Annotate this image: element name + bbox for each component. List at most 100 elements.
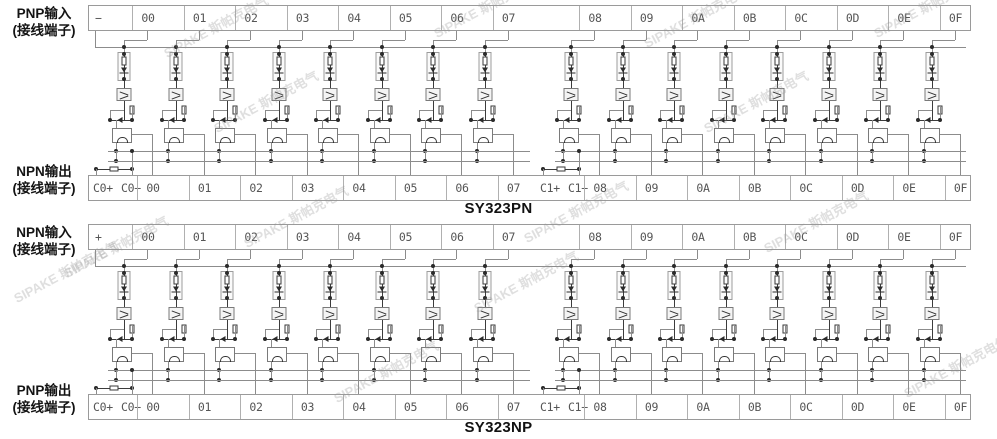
bottom-terminal-09[interactable]: 09: [644, 400, 659, 414]
bottom-terminal-02[interactable]: 02: [249, 181, 263, 195]
top-terminal-0F[interactable]: 0F: [948, 230, 963, 244]
top-terminal-01[interactable]: 01: [192, 11, 207, 25]
bottom-terminal-0E[interactable]: 0E: [902, 181, 916, 195]
top-terminal-01[interactable]: 01: [192, 230, 207, 244]
input-led-9: [619, 67, 626, 73]
terminal-divider: [497, 395, 499, 419]
top-terminal-0D[interactable]: 0D: [845, 230, 860, 244]
top-terminal-0F[interactable]: 0F: [948, 11, 963, 25]
bottom-terminal-09[interactable]: 09: [644, 181, 659, 195]
top-terminal-0B[interactable]: 0B: [742, 230, 757, 244]
bottom-terminal-strip[interactable]: C0+C0−false0001020304050607falseC1+C1−08…: [88, 175, 971, 201]
bottom-terminal-0C[interactable]: 0C: [799, 181, 813, 195]
bottom-terminal-01[interactable]: 01: [197, 400, 212, 414]
bottom-terminal-0C[interactable]: 0C: [799, 400, 813, 414]
top-terminal-0A[interactable]: 0A: [691, 11, 705, 25]
bottom-terminal-04[interactable]: 04: [352, 400, 366, 414]
opto-out-wire-12: [777, 320, 778, 339]
bottom-terminal-0D[interactable]: 0D: [850, 400, 865, 414]
opto-branch-10: [660, 110, 674, 111]
output-jog-5: [389, 134, 410, 135]
top-terminal-06[interactable]: 06: [450, 11, 464, 25]
channel-rail-node-10: [672, 45, 676, 49]
top-terminal-07[interactable]: 07: [501, 11, 516, 25]
bottom-terminal-00[interactable]: 00: [146, 400, 160, 414]
top-terminal-04[interactable]: 04: [347, 230, 361, 244]
bottom-terminal-0B[interactable]: 0B: [747, 181, 762, 195]
top-terminal-0E[interactable]: 0E: [897, 230, 911, 244]
bottom-terminal-06[interactable]: 06: [455, 400, 469, 414]
bottom-common-c1-minus[interactable]: C1−: [568, 400, 588, 414]
bottom-common-c1-minus[interactable]: C1−: [568, 181, 588, 195]
bottom-common-c0-minus[interactable]: C0−: [121, 400, 141, 414]
top-terminal-05[interactable]: 05: [398, 11, 413, 25]
bottom-terminal-07[interactable]: 07: [506, 181, 521, 195]
bottom-terminal-0F[interactable]: 0F: [953, 181, 968, 195]
top-terminal-07[interactable]: 07: [501, 230, 516, 244]
driver-input-rail-3: [264, 339, 288, 340]
opto-branch-14: [866, 329, 880, 330]
opto-isolator-7: [477, 307, 492, 320]
bottom-terminal-03[interactable]: 03: [300, 181, 315, 195]
top-terminal-05[interactable]: 05: [398, 230, 413, 244]
channel-rail-node-13: [826, 264, 831, 268]
bottom-common-c0-plus[interactable]: C0+: [93, 181, 113, 195]
top-terminal-0D[interactable]: 0D: [845, 11, 860, 25]
chain-node-b-12: [775, 296, 779, 300]
bottom-terminal-02[interactable]: 02: [249, 400, 263, 414]
top-terminal-0C[interactable]: 0C: [794, 230, 808, 244]
driver-out-12: [769, 362, 770, 370]
top-terminal-08[interactable]: 08: [588, 11, 602, 25]
top-terminal-06[interactable]: 06: [450, 230, 464, 244]
top-terminal-00[interactable]: 00: [141, 230, 155, 244]
chain-node-b-15: [929, 296, 934, 300]
bottom-terminal-0A[interactable]: 0A: [696, 181, 710, 195]
bottom-terminal-06[interactable]: 06: [455, 181, 469, 195]
top-terminal-02[interactable]: 02: [244, 11, 258, 25]
top-terminal-03[interactable]: 03: [295, 11, 310, 25]
bottom-common-c1-plus[interactable]: C1+: [540, 181, 560, 195]
bottom-terminal-03[interactable]: 03: [300, 400, 315, 414]
top-terminal-09[interactable]: 09: [639, 230, 654, 244]
top-terminal-0B[interactable]: 0B: [742, 11, 757, 25]
bottom-common-c1-plus[interactable]: C1+: [540, 400, 560, 414]
top-terminal-04[interactable]: 04: [347, 11, 361, 25]
bottom-terminal-strip[interactable]: C0+C0−false0001020304050607falseC1+C1−08…: [88, 394, 971, 420]
bottom-terminal-0A[interactable]: 0A: [696, 400, 710, 414]
bottom-terminal-0B[interactable]: 0B: [747, 400, 762, 414]
terminal-divider: [584, 176, 585, 200]
top-terminal-00[interactable]: 00: [141, 11, 155, 25]
pullup-wire-11: [733, 325, 735, 339]
bottom-terminal-01[interactable]: 01: [197, 181, 212, 195]
top-terminal-09[interactable]: 09: [639, 11, 654, 25]
bottom-terminal-08[interactable]: 08: [593, 400, 607, 414]
mid-node-right-11: [731, 118, 736, 122]
top-terminal-03[interactable]: 03: [295, 230, 310, 244]
terminal-drop-15: [954, 250, 956, 259]
top-terminal-0A[interactable]: 0A: [691, 230, 705, 244]
bottom-terminal-00[interactable]: 00: [146, 181, 160, 195]
bottom-terminal-0E[interactable]: 0E: [902, 400, 916, 414]
top-terminal-0E[interactable]: 0E: [897, 11, 911, 25]
bottom-terminal-0D[interactable]: 0D: [850, 181, 865, 195]
bottom-common-c0-minus[interactable]: C0−: [121, 181, 141, 195]
opto-isolator-2: [219, 307, 235, 320]
bottom-terminal-08[interactable]: 08: [593, 181, 607, 195]
output-driver-8: [559, 347, 579, 362]
top-terminal-0C[interactable]: 0C: [794, 11, 808, 25]
top-terminal-02[interactable]: 02: [244, 230, 258, 244]
chain-node-a-4: [328, 52, 332, 56]
bottom-common-c0-plus[interactable]: C0+: [93, 400, 113, 414]
input-chain-wire-0: [124, 271, 125, 300]
bottom-terminal-07[interactable]: 07: [506, 400, 521, 414]
bottom-terminal-04[interactable]: 04: [352, 181, 366, 195]
top-terminal-08[interactable]: 08: [588, 230, 602, 244]
terminal-jog-11: [725, 259, 749, 260]
bottom-terminal-05[interactable]: 05: [403, 181, 418, 195]
output-drop-2: [255, 134, 256, 175]
mid-node-right-15: [937, 337, 942, 341]
bottom-terminal-05[interactable]: 05: [403, 400, 418, 414]
bottom-terminal-0F[interactable]: 0F: [953, 400, 968, 414]
